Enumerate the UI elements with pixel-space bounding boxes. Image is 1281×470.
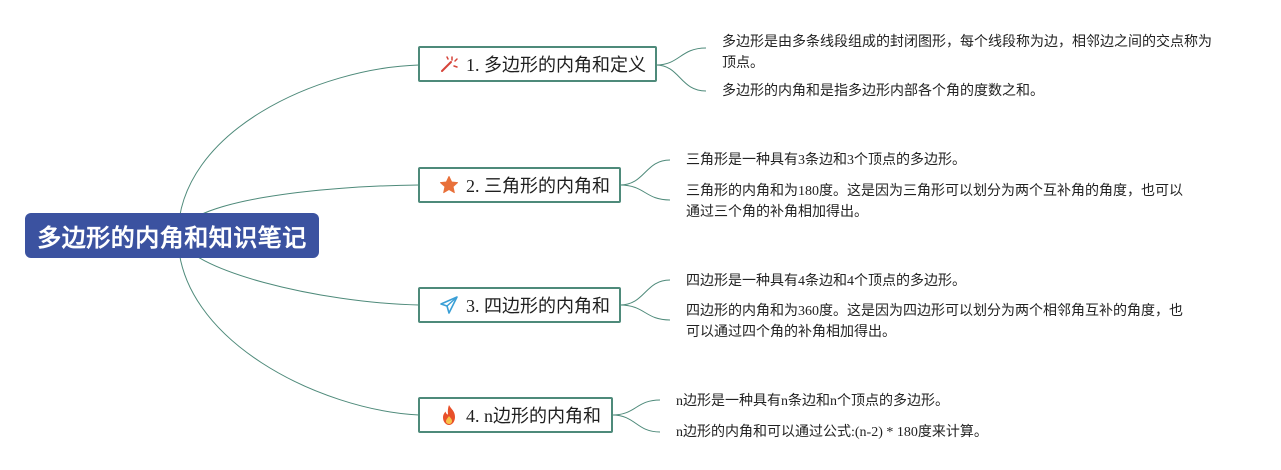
note-4-1[interactable]: n边形是一种具有n条边和n个顶点的多边形。 <box>676 394 949 409</box>
note-4-2[interactable]: n边形的内角和可以通过公式:(n-2) * 180度来计算。 <box>676 425 988 440</box>
magic-wand-icon <box>438 53 460 75</box>
branch-label: 3. 四边形的内角和 <box>466 296 610 316</box>
connector-branch-4-note-1 <box>611 399 661 416</box>
branch-topic-3[interactable]: 3. 四边形的内角和 <box>418 287 621 323</box>
note-3-2[interactable]: 四边形的内角和为360度。这是因为四边形可以划分为两个相邻角互补的角度，也可以通… <box>686 304 1183 340</box>
connector-branch-3-note-1 <box>619 279 671 306</box>
fire-icon <box>438 404 460 426</box>
branch-label: 2. 三角形的内角和 <box>466 176 610 196</box>
branch-topic-1[interactable]: 1. 多边形的内角和定义 <box>418 46 657 82</box>
connector-root-branch-4 <box>177 235 420 416</box>
connector-branch-1-note-2 <box>655 64 707 92</box>
root-topic[interactable]: 多边形的内角和知识笔记 <box>25 213 319 258</box>
star-icon <box>438 174 460 196</box>
root-title: 多边形的内角和知识笔记 <box>37 224 307 252</box>
connector-branch-1-note-1 <box>655 47 707 66</box>
connector-branch-4-note-2 <box>611 414 661 433</box>
branch-topic-2[interactable]: 2. 三角形的内角和 <box>418 167 621 203</box>
note-3-1[interactable]: 四边形是一种具有4条边和4个顶点的多边形。 <box>686 274 966 289</box>
paper-plane-icon <box>438 294 460 316</box>
connector-branch-3-note-2 <box>619 304 671 321</box>
note-1-2[interactable]: 多边形的内角和是指多边形内部各个角的度数之和。 <box>722 84 1044 99</box>
connector-branch-2-note-1 <box>619 159 671 186</box>
connector-branch-2-note-2 <box>619 184 671 201</box>
branch-topic-4[interactable]: 4. n边形的内角和 <box>418 397 613 433</box>
note-2-1[interactable]: 三角形是一种具有3条边和3个顶点的多边形。 <box>686 153 966 168</box>
note-2-2[interactable]: 三角形的内角和为180度。这是因为三角形可以划分为两个互补角的角度，也可以通过三… <box>686 184 1183 220</box>
branch-label: 4. n边形的内角和 <box>466 406 601 426</box>
branch-label: 1. 多边形的内角和定义 <box>466 55 646 75</box>
note-1-1[interactable]: 多边形是由多条线段组成的封闭图形，每个线段称为边，相邻边之间的交点称为顶点。 <box>722 35 1212 71</box>
connector-root-branch-1 <box>177 64 420 237</box>
